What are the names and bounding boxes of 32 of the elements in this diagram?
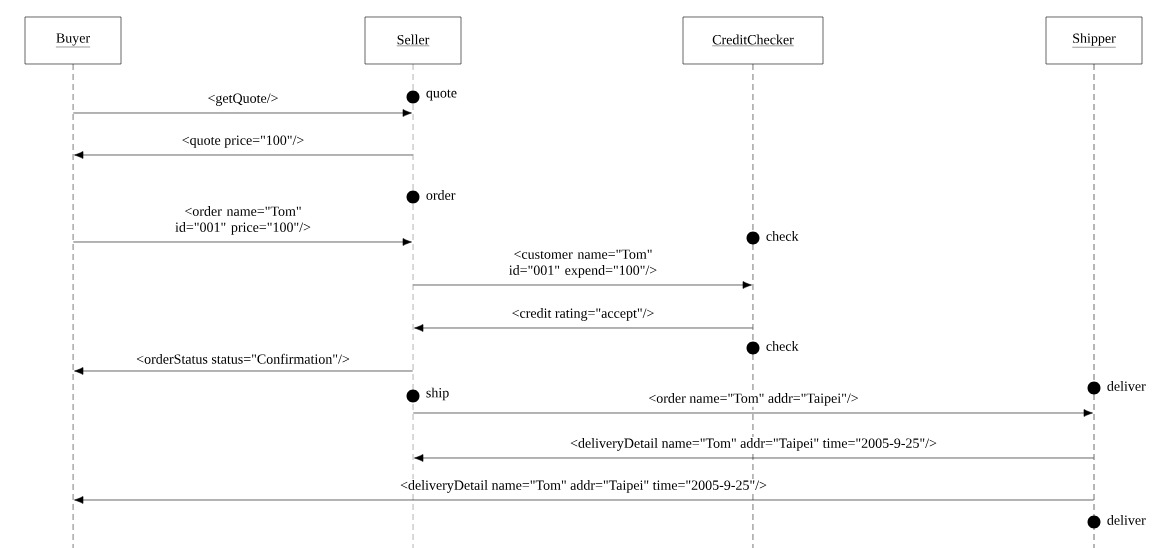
dot-label: deliver: [1107, 515, 1146, 525]
dot-label: order: [426, 190, 456, 200]
lifeline: [752, 63, 754, 548]
dot-label: deliver: [1107, 381, 1146, 391]
message-label: <order name="Tom" id="001" price="100"/>: [175, 206, 311, 235]
message-label: <orderStatus status="Confirmation"/>: [136, 353, 350, 364]
message-label: <order name="Tom" addr="Taipei"/>: [649, 393, 858, 406]
dot-label: quote: [426, 89, 457, 101]
lifeline-box: Shipper: [1045, 16, 1143, 65]
message-label: <quote price="100"/>: [182, 135, 304, 148]
message-arrow: [74, 367, 413, 375]
lifeline-box: Seller: [364, 16, 462, 65]
dot-label: ship: [426, 387, 449, 401]
message-label: <credit rating="accept"/>: [512, 308, 654, 321]
lifeline: [72, 63, 74, 548]
message-arrow: [74, 151, 413, 159]
message-arrow: [414, 454, 1094, 462]
lifeline-box: Buyer: [24, 16, 122, 65]
message-arrow: [73, 238, 412, 246]
message-label: <deliveryDetail name="Tom" addr="Taipei" time="2005-9-25"/>: [570, 438, 937, 451]
message-arrow: [413, 409, 1093, 417]
message-label: <getQuote/>: [208, 93, 278, 106]
lifeline-box: CreditChecker: [682, 16, 824, 65]
dot-label: check: [766, 341, 799, 351]
message-arrow: [414, 324, 753, 332]
lifeline: [1093, 63, 1095, 548]
dot-label: check: [766, 231, 799, 241]
message-label: <deliveryDetail name="Tom" addr="Taipei" time="2005-9-25"/>: [400, 480, 767, 493]
message-arrow: [413, 281, 752, 289]
message-arrow: [73, 109, 412, 117]
message-arrow: [74, 496, 1094, 504]
message-label: <customer name="Tom" id="001" expend="100"/>: [509, 249, 657, 278]
